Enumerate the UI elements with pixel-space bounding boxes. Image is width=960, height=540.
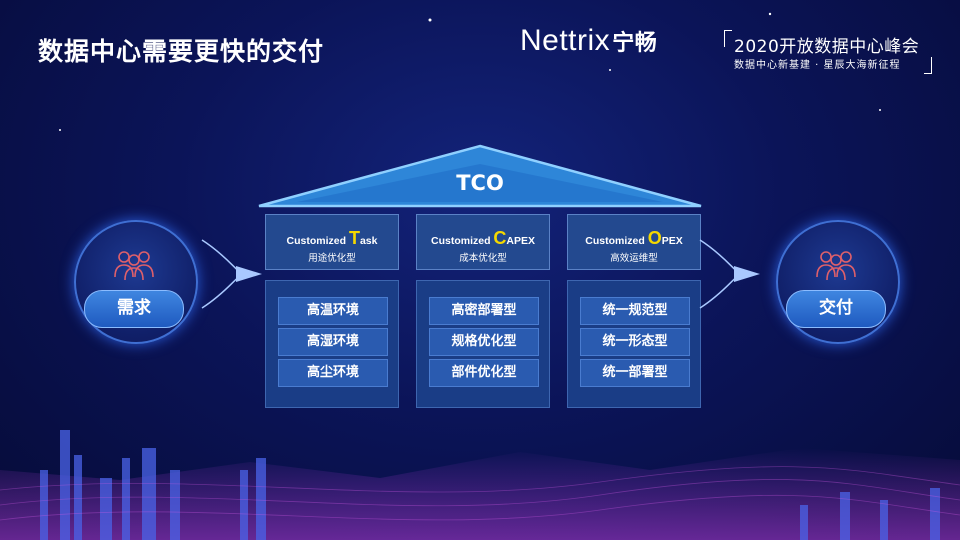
- list-item: 高温环境: [278, 297, 388, 325]
- tco-label: TCO: [456, 171, 504, 195]
- column-task-subtitle: 用途优化型: [308, 253, 356, 264]
- list-item: 部件优化型: [429, 359, 539, 387]
- title-prefix: Customized: [286, 235, 347, 247]
- people-group-icon: [114, 251, 154, 281]
- bracket-right: [924, 57, 932, 74]
- right-funnel-arrow: [699, 239, 760, 309]
- delivery-pill: 交付: [786, 290, 886, 328]
- column-task-title: Customized Task: [266, 228, 398, 249]
- star-decoration: [609, 69, 611, 71]
- title-initial: C: [493, 228, 507, 248]
- summit-name: 2020开放数据中心峰会: [734, 37, 920, 57]
- title-initial: T: [348, 228, 360, 248]
- star-decoration: [768, 12, 772, 16]
- list-item: 高湿环境: [278, 328, 388, 356]
- list-item: 统一形态型: [580, 328, 690, 356]
- summit-slogan: 数据中心新基建 · 星辰大海新征程: [734, 60, 901, 71]
- list-item: 统一部署型: [580, 359, 690, 387]
- column-capex-title: Customized CAPEX: [417, 228, 549, 249]
- title-suffix: APEX: [506, 235, 536, 247]
- brand-name-cn: 宁畅: [612, 31, 658, 56]
- column-opex-subtitle: 高效运维型: [610, 253, 658, 264]
- title-initial: O: [647, 228, 662, 248]
- title-prefix: Customized: [585, 235, 645, 247]
- people-group-icon: [816, 251, 856, 281]
- wave-mesh: [0, 466, 960, 521]
- list-item: 统一规范型: [580, 297, 690, 325]
- column-task-header: Customized Task 用途优化型: [265, 214, 399, 270]
- star-decoration: [428, 18, 432, 22]
- column-capex-body: 高密部署型 规格优化型 部件优化型: [416, 280, 550, 408]
- column-task-body: 高温环境 高湿环境 高尘环境: [265, 280, 399, 408]
- title-suffix: ask: [359, 235, 378, 247]
- tco-roof: [258, 144, 702, 208]
- column-opex-title: Customized OPEX: [568, 228, 700, 249]
- column-opex-header: Customized OPEX 高效运维型: [567, 214, 701, 270]
- title-suffix: PEX: [661, 235, 683, 247]
- brand-name: Nettrix: [520, 24, 611, 57]
- star-decoration: [59, 129, 61, 131]
- list-item: 高密部署型: [429, 297, 539, 325]
- column-opex-body: 统一规范型 统一形态型 统一部署型: [567, 280, 701, 408]
- city-skyline: [40, 430, 940, 540]
- column-capex-header: Customized CAPEX 成本优化型: [416, 214, 550, 270]
- star-decoration: [879, 109, 881, 111]
- title-prefix: Customized: [430, 235, 491, 247]
- summit-badge: 2020开放数据中心峰会 数据中心新基建 · 星辰大海新征程: [724, 30, 932, 74]
- left-funnel-arrow: [201, 239, 262, 309]
- column-capex-subtitle: 成本优化型: [459, 253, 507, 264]
- slide-title: 数据中心需要更快的交付: [38, 37, 325, 66]
- list-item: 规格优化型: [429, 328, 539, 356]
- bracket-left: [724, 30, 732, 47]
- list-item: 高尘环境: [278, 359, 388, 387]
- brand-logo: Nettrix宁畅: [520, 24, 657, 58]
- demand-pill: 需求: [84, 290, 184, 328]
